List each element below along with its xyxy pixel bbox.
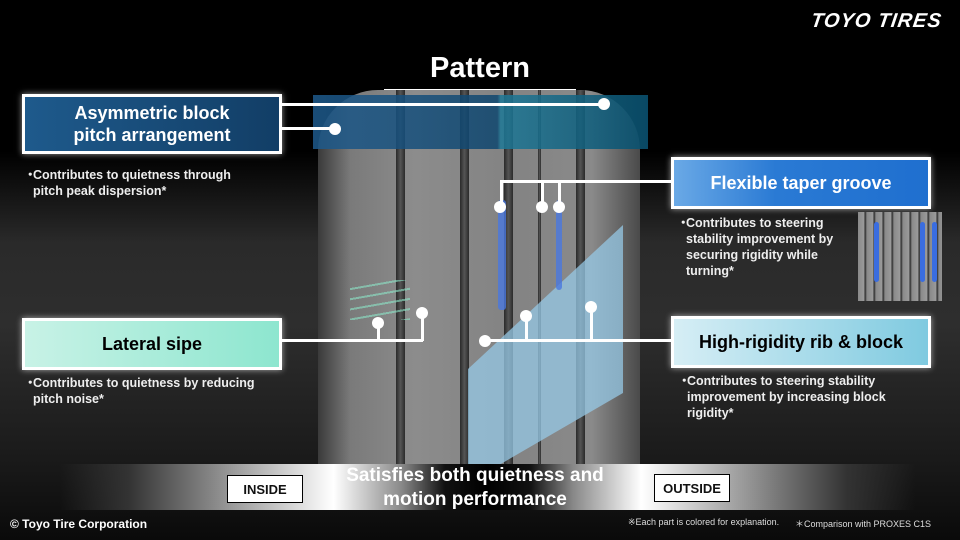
callout-label: Asymmetric block pitch arrangement: [73, 103, 231, 145]
leader-line-lateral-drop: [421, 313, 424, 341]
flexible-description: ・ Contributes to steering stability impr…: [677, 215, 851, 279]
tagline: Satisfies both quietness and motion perf…: [346, 465, 604, 510]
leader-line-rib-drop: [590, 308, 593, 341]
callout-label: High-rigidity rib & block: [698, 332, 903, 352]
leader-line-flex: [500, 180, 671, 183]
marker-dot: [372, 317, 384, 329]
marker-dot: [479, 335, 491, 347]
marker-dot: [329, 123, 341, 135]
bullet: ・: [24, 376, 37, 390]
outside-label: OUTSIDE: [654, 474, 730, 502]
asymmetric-description: ・ Contributes to quietness through pitch…: [24, 167, 263, 199]
leader-line-flex-drop: [558, 180, 561, 206]
lateral-description: ・ Contributes to quietness by reducing p…: [24, 375, 273, 407]
callout-label: Lateral sipe: [101, 334, 203, 354]
marker-dot: [416, 307, 428, 319]
marker-dot: [598, 98, 610, 110]
description-text: Contributes to steering stability improv…: [687, 374, 886, 420]
copyright: © Toyo Tire Corporation: [10, 517, 148, 531]
marker-dot: [553, 201, 565, 213]
leader-line-rib-drop: [525, 316, 528, 341]
groove-detail-inset-image: [858, 212, 942, 301]
callout-label: Flexible taper groove: [710, 173, 892, 193]
leader-line-rib: [484, 339, 671, 342]
description-text: Contributes to quietness through pitch p…: [33, 168, 231, 198]
description-text: Contributes to quietness by reducing pit…: [33, 376, 255, 406]
marker-dot: [520, 310, 532, 322]
bullet: ・: [677, 216, 690, 230]
bullet: ・: [678, 374, 691, 388]
callout-asymmetric-block-pitch: Asymmetric block pitch arrangement: [22, 94, 282, 154]
marker-dot: [536, 201, 548, 213]
inside-outside-band: [60, 464, 915, 510]
leader-line-lateral: [276, 339, 423, 342]
callout-high-rigidity-rib-block: High-rigidity rib & block: [671, 316, 931, 368]
inside-label: INSIDE: [227, 475, 303, 503]
rib-description: ・ Contributes to steering stability impr…: [678, 373, 917, 421]
marker-dot: [494, 201, 506, 213]
flexible-groove-highlight-2: [556, 200, 562, 290]
leader-line-asym-2: [276, 127, 336, 130]
lateral-sipe-highlight: [350, 280, 410, 320]
note-colored: ※Each part is colored for explanation.: [628, 517, 780, 527]
note-comparison: ＊Comparison with PROXES C1S: [795, 519, 932, 529]
title-underline: [384, 89, 576, 90]
flexible-groove-highlight: [498, 200, 506, 310]
toyo-tires-logo: TOYO TIRES: [809, 10, 944, 32]
callout-lateral-sipe: Lateral sipe: [22, 318, 282, 370]
bullet: ・: [24, 168, 37, 182]
leader-line-lateral-drop: [377, 323, 380, 341]
leader-line-asym-1: [276, 103, 604, 106]
description-text: Contributes to steering stability improv…: [686, 216, 834, 278]
leader-line-flex-drop: [500, 180, 503, 206]
page-title: Pattern: [430, 52, 530, 84]
marker-dot: [585, 301, 597, 313]
callout-flexible-taper-groove: Flexible taper groove: [671, 157, 931, 209]
leader-line-flex-drop: [541, 180, 544, 206]
